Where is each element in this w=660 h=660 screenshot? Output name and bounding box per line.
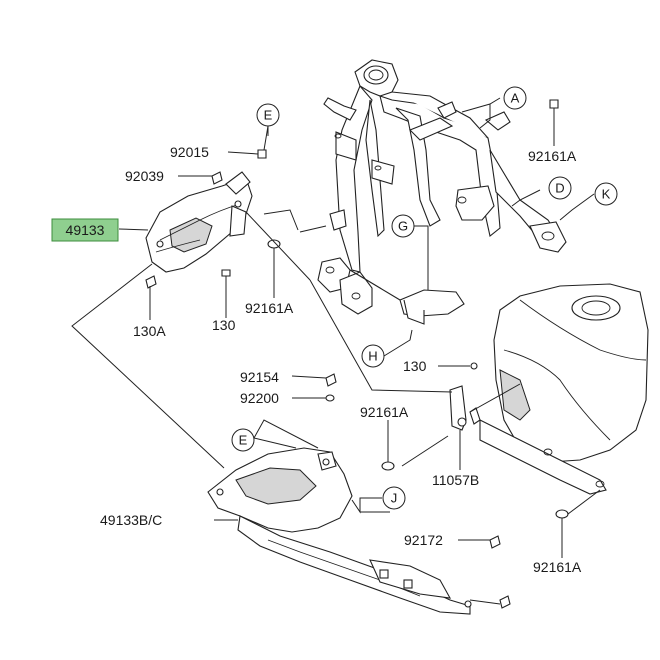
fuel-tank — [479, 283, 649, 495]
fasteners — [145, 99, 569, 609]
label-92039: 92039 — [125, 168, 164, 184]
callout-j: J — [382, 486, 406, 510]
callout-e-upper: E — [256, 103, 280, 127]
callout-h: H — [361, 344, 385, 368]
label-130a: 130A — [133, 323, 166, 339]
callout-k: K — [594, 182, 618, 206]
svg-text:E: E — [239, 433, 248, 448]
callout-e-lower: E — [231, 428, 255, 452]
label-92161a-right: 92161A — [533, 559, 582, 575]
bracket-11057b — [449, 385, 481, 431]
leader-lines — [71, 97, 601, 605]
svg-text:H: H — [368, 349, 377, 364]
svg-text:E: E — [264, 108, 273, 123]
label-92161a-mid: 92161A — [245, 300, 294, 316]
label-130-right: 130 — [403, 358, 427, 374]
callout-a: A — [503, 86, 527, 110]
svg-text:J: J — [391, 491, 398, 506]
svg-text:49133: 49133 — [66, 222, 105, 238]
label-49133bc: 49133B/C — [100, 512, 162, 528]
svg-text:K: K — [602, 187, 611, 202]
label-92172: 92172 — [404, 532, 443, 548]
callout-d: D — [548, 176, 572, 200]
label-92200: 92200 — [240, 390, 279, 406]
svg-text:D: D — [555, 181, 564, 196]
label-92154: 92154 — [240, 369, 279, 385]
main-frame — [317, 59, 567, 325]
svg-text:G: G — [398, 219, 408, 234]
label-92161a-lower: 92161A — [360, 404, 409, 420]
lower-cowl-49133bc — [207, 447, 472, 615]
label-11057b: 11057B — [432, 472, 479, 488]
label-92015: 92015 — [170, 144, 209, 160]
callout-g: G — [391, 214, 415, 238]
label-92161a-top: 92161A — [528, 148, 577, 164]
label-130-left: 130 — [212, 317, 236, 333]
svg-text:A: A — [511, 91, 520, 106]
side-cover-49133 — [145, 171, 253, 273]
label-49133: 49133 — [51, 218, 119, 242]
